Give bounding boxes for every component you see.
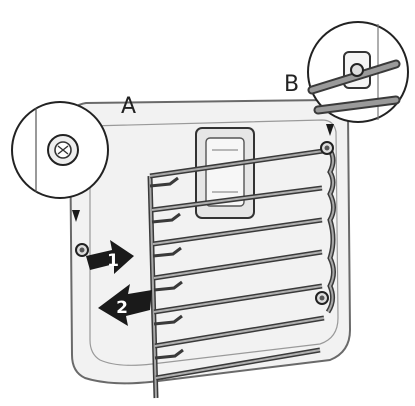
- step-1-label: 1: [107, 251, 119, 271]
- pointer-a: [72, 210, 80, 222]
- arrow-left-icon: [98, 284, 152, 326]
- screw-right-bottom: [315, 291, 329, 305]
- step-2-label: 2: [116, 298, 128, 318]
- detail-bubble-a: [11, 101, 109, 199]
- screw-left-front: [75, 243, 89, 257]
- pointer-b: [326, 124, 334, 136]
- arrow-right-icon: [86, 240, 134, 274]
- callout-letter-a: A: [121, 94, 137, 119]
- detail-bubble-b: [307, 21, 409, 123]
- rail-hook-icon: [307, 59, 401, 115]
- fan-vent: [195, 127, 255, 219]
- callout-letter-b: B: [284, 72, 300, 97]
- shelf-support-rack: [147, 147, 336, 399]
- screw-right-top: [320, 141, 334, 155]
